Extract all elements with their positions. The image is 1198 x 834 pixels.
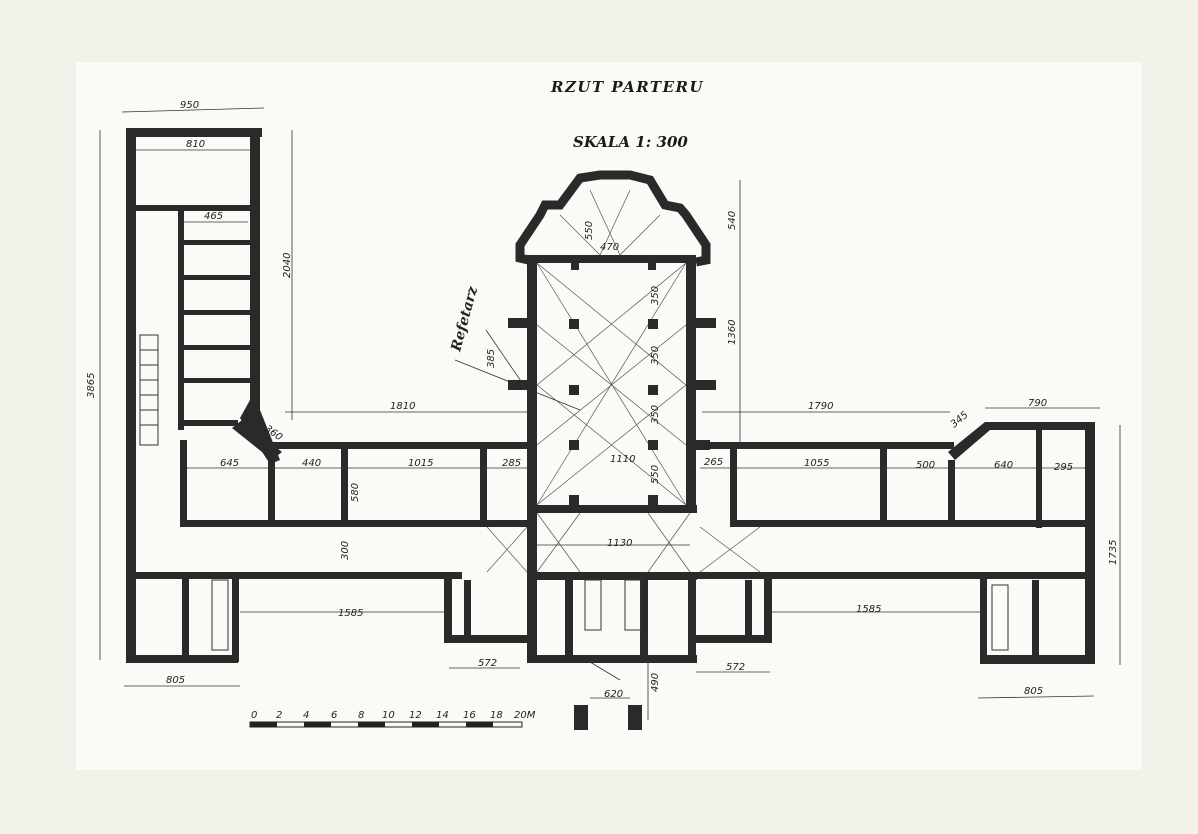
- dim-950: 950: [180, 100, 199, 111]
- dim-1110: 1110: [610, 454, 635, 465]
- dim-285: 285: [502, 458, 521, 469]
- plan-scale: SKALA 1: 300: [573, 133, 688, 151]
- dim-1735: 1735: [1108, 540, 1119, 565]
- scale-tick-18: 18: [490, 710, 503, 721]
- scale-tick-14: 14: [436, 710, 449, 721]
- dim-440: 440: [302, 458, 321, 469]
- dim-295: 295: [1054, 462, 1073, 473]
- room-label-refectory: Refetarz: [448, 284, 481, 354]
- dim-550-apse: 550: [584, 221, 595, 240]
- dim-572-right: 572: [726, 662, 745, 673]
- dim-500: 500: [916, 460, 935, 471]
- scale-tick-12: 12: [409, 710, 422, 721]
- dim-1360: 1360: [727, 320, 738, 345]
- dim-1130: 1130: [607, 538, 632, 549]
- dimension-labels: 950 810 465 2040 3865 360 645 440 1015 2…: [86, 100, 1119, 700]
- scale-bar: 0 2 4 6 8 10 12 14 16 18 20M: [249, 710, 536, 728]
- scale-tick-6: 6: [331, 710, 337, 721]
- dim-300: 300: [340, 541, 351, 560]
- vault-lines: [486, 189, 761, 573]
- scale-tick-8: 8: [358, 710, 364, 721]
- scale-tick-2: 2: [276, 710, 282, 721]
- dim-265: 265: [704, 457, 723, 468]
- dim-465: 465: [204, 211, 223, 222]
- dim-805-right: 805: [1024, 686, 1043, 697]
- dim-540: 540: [727, 211, 738, 230]
- dim-580: 580: [350, 483, 361, 502]
- scale-tick-16: 16: [463, 710, 476, 721]
- dim-490: 490: [650, 673, 661, 692]
- dim-2040: 2040: [282, 253, 293, 278]
- dim-550-nave: 550: [650, 465, 661, 484]
- dim-350-b: 350: [650, 346, 661, 365]
- dim-1790: 1790: [808, 401, 833, 412]
- scale-tick-20m: 20M: [514, 710, 536, 721]
- dim-620: 620: [604, 689, 623, 700]
- scale-tick-10: 10: [382, 710, 395, 721]
- dim-385: 385: [486, 349, 497, 368]
- dim-1585-left: 1585: [338, 608, 363, 619]
- columns: [569, 262, 658, 505]
- dim-572-left: 572: [478, 658, 497, 669]
- dimension-lines: [99, 107, 1121, 720]
- dim-470: 470: [600, 242, 619, 253]
- dim-350-c: 350: [650, 405, 661, 424]
- dim-805-left: 805: [166, 675, 185, 686]
- dim-1055: 1055: [804, 458, 829, 469]
- scale-tick-4: 4: [303, 710, 309, 721]
- dim-1810: 1810: [390, 401, 415, 412]
- dim-1585-right: 1585: [856, 604, 881, 615]
- stairs: [139, 334, 1009, 651]
- dim-790: 790: [1028, 398, 1047, 409]
- plan-title: RZUT PARTERU: [551, 78, 705, 96]
- walls: [126, 128, 1095, 730]
- dim-350-a: 350: [650, 286, 661, 305]
- dim-810: 810: [186, 139, 205, 150]
- dim-645: 645: [220, 458, 239, 469]
- dim-640: 640: [994, 460, 1013, 471]
- dim-3865: 3865: [86, 373, 97, 398]
- dim-1015: 1015: [408, 458, 433, 469]
- dim-345: 345: [949, 410, 971, 431]
- scale-tick-0: 0: [251, 710, 257, 721]
